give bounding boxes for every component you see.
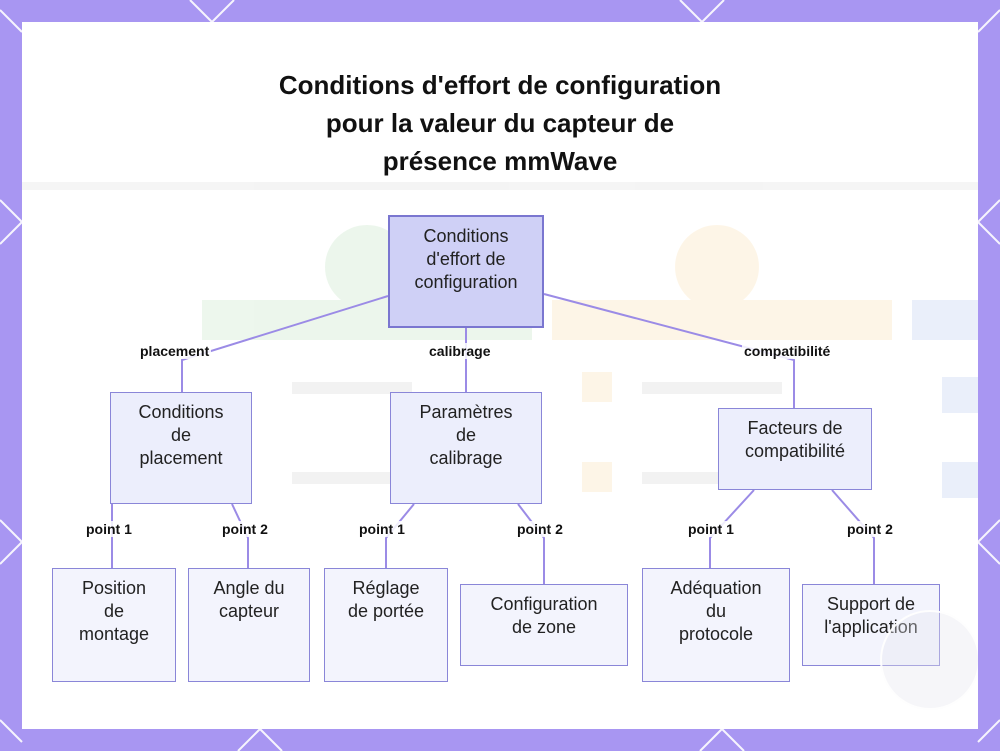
edge-calibrage-p2	[517, 503, 545, 584]
node-text: du	[705, 601, 727, 621]
node-text: compatibilité	[744, 441, 846, 461]
node-text: Angle du	[213, 578, 285, 598]
node-text: Conditions	[423, 226, 509, 246]
node-text: de	[103, 601, 125, 621]
node-text: Réglage	[352, 578, 420, 598]
diagram-connectors	[111, 293, 875, 584]
node-text: configuration	[414, 272, 518, 292]
edge-label-placement: placement	[138, 343, 212, 359]
edge-calibrage-p1	[385, 503, 415, 568]
edge-label-compatibilite: compatibilité	[742, 343, 833, 359]
edge-label-point1: point 1	[686, 521, 736, 537]
root-node[interactable]: Conditions d'effort de configuration	[388, 215, 544, 328]
node-facteurs-compatibilite[interactable]: Facteurs de compatibilité	[718, 408, 872, 490]
watermark-badge-icon	[880, 610, 978, 710]
edge-label-point1: point 1	[357, 521, 407, 537]
title-line: présence mmWave	[382, 146, 618, 176]
diagram-card: Conditions d'effort de configuration pou…	[22, 22, 978, 729]
leaf-position-montage[interactable]: Position de montage	[52, 568, 176, 682]
node-text: Configuration	[490, 594, 598, 614]
leaf-angle-capteur[interactable]: Angle du capteur	[188, 568, 310, 682]
node-text: capteur	[218, 601, 280, 621]
node-text: Facteurs de	[747, 418, 843, 438]
edge-label-calibrage: calibrage	[427, 343, 493, 359]
node-text: protocole	[678, 624, 754, 644]
node-text: Position	[81, 578, 147, 598]
edge-label-point2: point 2	[515, 521, 565, 537]
leaf-configuration-zone[interactable]: Configuration de zone	[460, 584, 628, 666]
node-text: Adéquation	[670, 578, 762, 598]
title-line: Conditions d'effort de configuration	[278, 70, 722, 100]
node-text: de zone	[511, 617, 577, 637]
node-text: de	[455, 425, 477, 445]
node-text: de portée	[347, 601, 425, 621]
node-text: Support de	[826, 594, 916, 614]
edge-label-point2: point 2	[220, 521, 270, 537]
node-text: de	[170, 425, 192, 445]
leaf-adequation-protocole[interactable]: Adéquation du protocole	[642, 568, 790, 682]
edge-compat-p1	[709, 489, 755, 568]
edge-root-compatibilite	[543, 293, 795, 408]
edge-label-point1: point 1	[84, 521, 134, 537]
node-conditions-placement[interactable]: Conditions de placement	[110, 392, 252, 504]
node-text: d'effort de	[426, 249, 506, 269]
node-text: calibrage	[429, 448, 503, 468]
node-text: placement	[139, 448, 223, 468]
edge-label-point2: point 2	[845, 521, 895, 537]
title-line: pour la valeur du capteur de	[325, 108, 675, 138]
edge-compat-p2	[831, 489, 875, 584]
edge-placement-p2	[231, 503, 249, 568]
node-text: montage	[78, 624, 150, 644]
node-text: Paramètres	[419, 402, 513, 422]
leaf-reglage-portee[interactable]: Réglage de portée	[324, 568, 448, 682]
node-text: Conditions	[138, 402, 224, 422]
node-parametres-calibrage[interactable]: Paramètres de calibrage	[390, 392, 542, 504]
diagram-title: Conditions d'effort de configuration pou…	[22, 66, 978, 180]
edge-root-placement	[181, 295, 389, 392]
